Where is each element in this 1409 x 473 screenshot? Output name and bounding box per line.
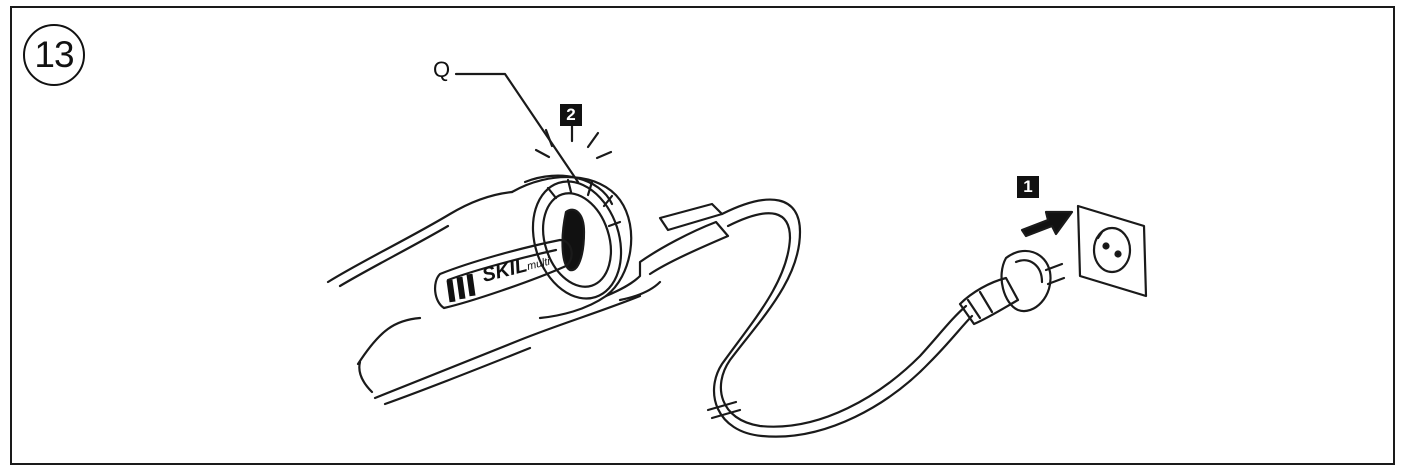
wall-socket-icon — [1076, 204, 1148, 298]
callout-leader-line — [454, 72, 580, 184]
brand-logo: SKIL — [480, 254, 530, 286]
plug-icon — [958, 249, 1066, 326]
step-1-badge: 1 — [1017, 176, 1039, 198]
figure-number: 13 — [23, 24, 85, 86]
callout-label-q: Q — [433, 57, 451, 82]
step-2-badge: 2 — [560, 104, 582, 126]
figure-frame — [10, 6, 1395, 465]
brand-sublogo: multi — [526, 256, 552, 273]
power-tool — [326, 174, 730, 406]
insert-arrow-icon — [1020, 210, 1074, 238]
power-cord — [706, 198, 974, 438]
light-rays-icon — [534, 122, 613, 160]
